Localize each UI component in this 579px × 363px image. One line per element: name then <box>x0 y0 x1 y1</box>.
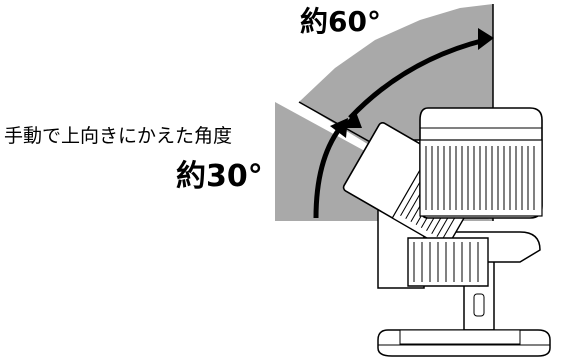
arc-arrow-60 <box>348 37 486 120</box>
arrowhead-30 <box>330 118 348 138</box>
stand-slot <box>473 293 485 317</box>
fan-head-upright <box>419 107 543 219</box>
arrowhead-60-bottom <box>340 112 362 128</box>
angle-label-30: 約30° <box>176 159 263 194</box>
angle-label-60: 約60° <box>300 5 381 38</box>
arrowhead-60-top <box>478 28 494 50</box>
arc-arrow-30 <box>313 126 343 219</box>
base-control-panel <box>399 329 521 345</box>
fan-lower-drum <box>407 237 489 287</box>
manual-tilt-label: 手動で上向きにかえた角度 <box>4 125 233 147</box>
